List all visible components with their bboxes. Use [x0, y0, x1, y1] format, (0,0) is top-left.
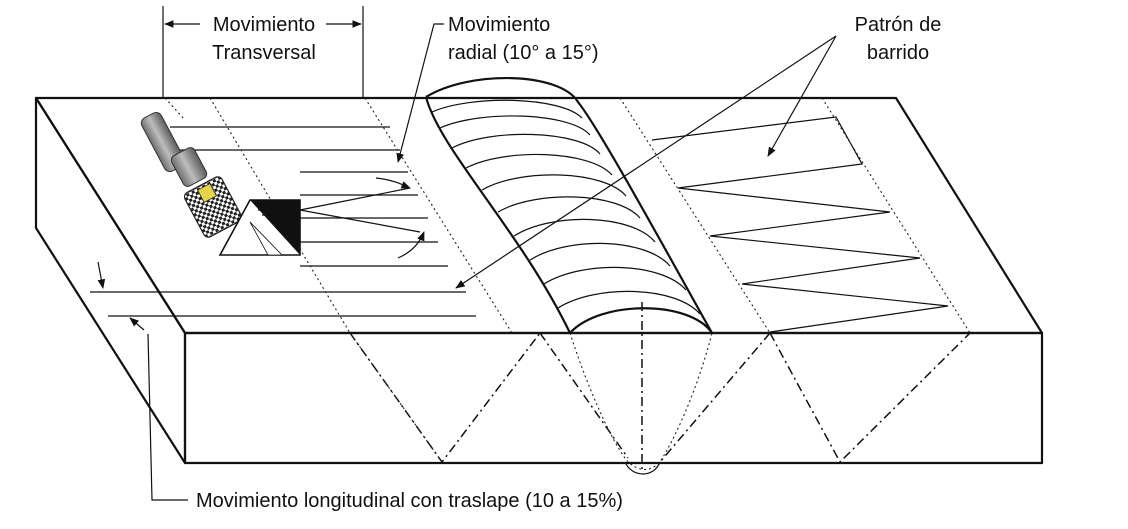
transverse-dimension: [162, 6, 364, 98]
sweep-callout: [455, 35, 837, 289]
longitudinal-dimension: [97, 261, 188, 501]
sweep-label-line2: barrido: [867, 42, 929, 64]
sweep-pattern: [619, 97, 971, 334]
radial-indicator: [299, 177, 425, 259]
longitudinal-label: Movimiento longitudinal con traslape (10…: [196, 490, 623, 512]
radial-label-line1: Movimiento: [448, 14, 550, 36]
plate-top-face: [34, 96, 1044, 335]
plate-front-face: [183, 331, 1044, 465]
radial-label-line2: radial (10° a 15°): [448, 42, 599, 64]
transverse-label-line2: Transversal: [212, 42, 316, 64]
sweep-label-line1: Patrón de: [855, 14, 942, 36]
transverse-label-line1: Movimiento: [213, 14, 315, 36]
beam-paths: [349, 332, 971, 464]
weld-bead: [424, 77, 713, 475]
radial-callout: [396, 23, 444, 163]
ultrasonic-transducer-icon: [140, 111, 301, 256]
steel-plate: [34, 96, 1044, 465]
